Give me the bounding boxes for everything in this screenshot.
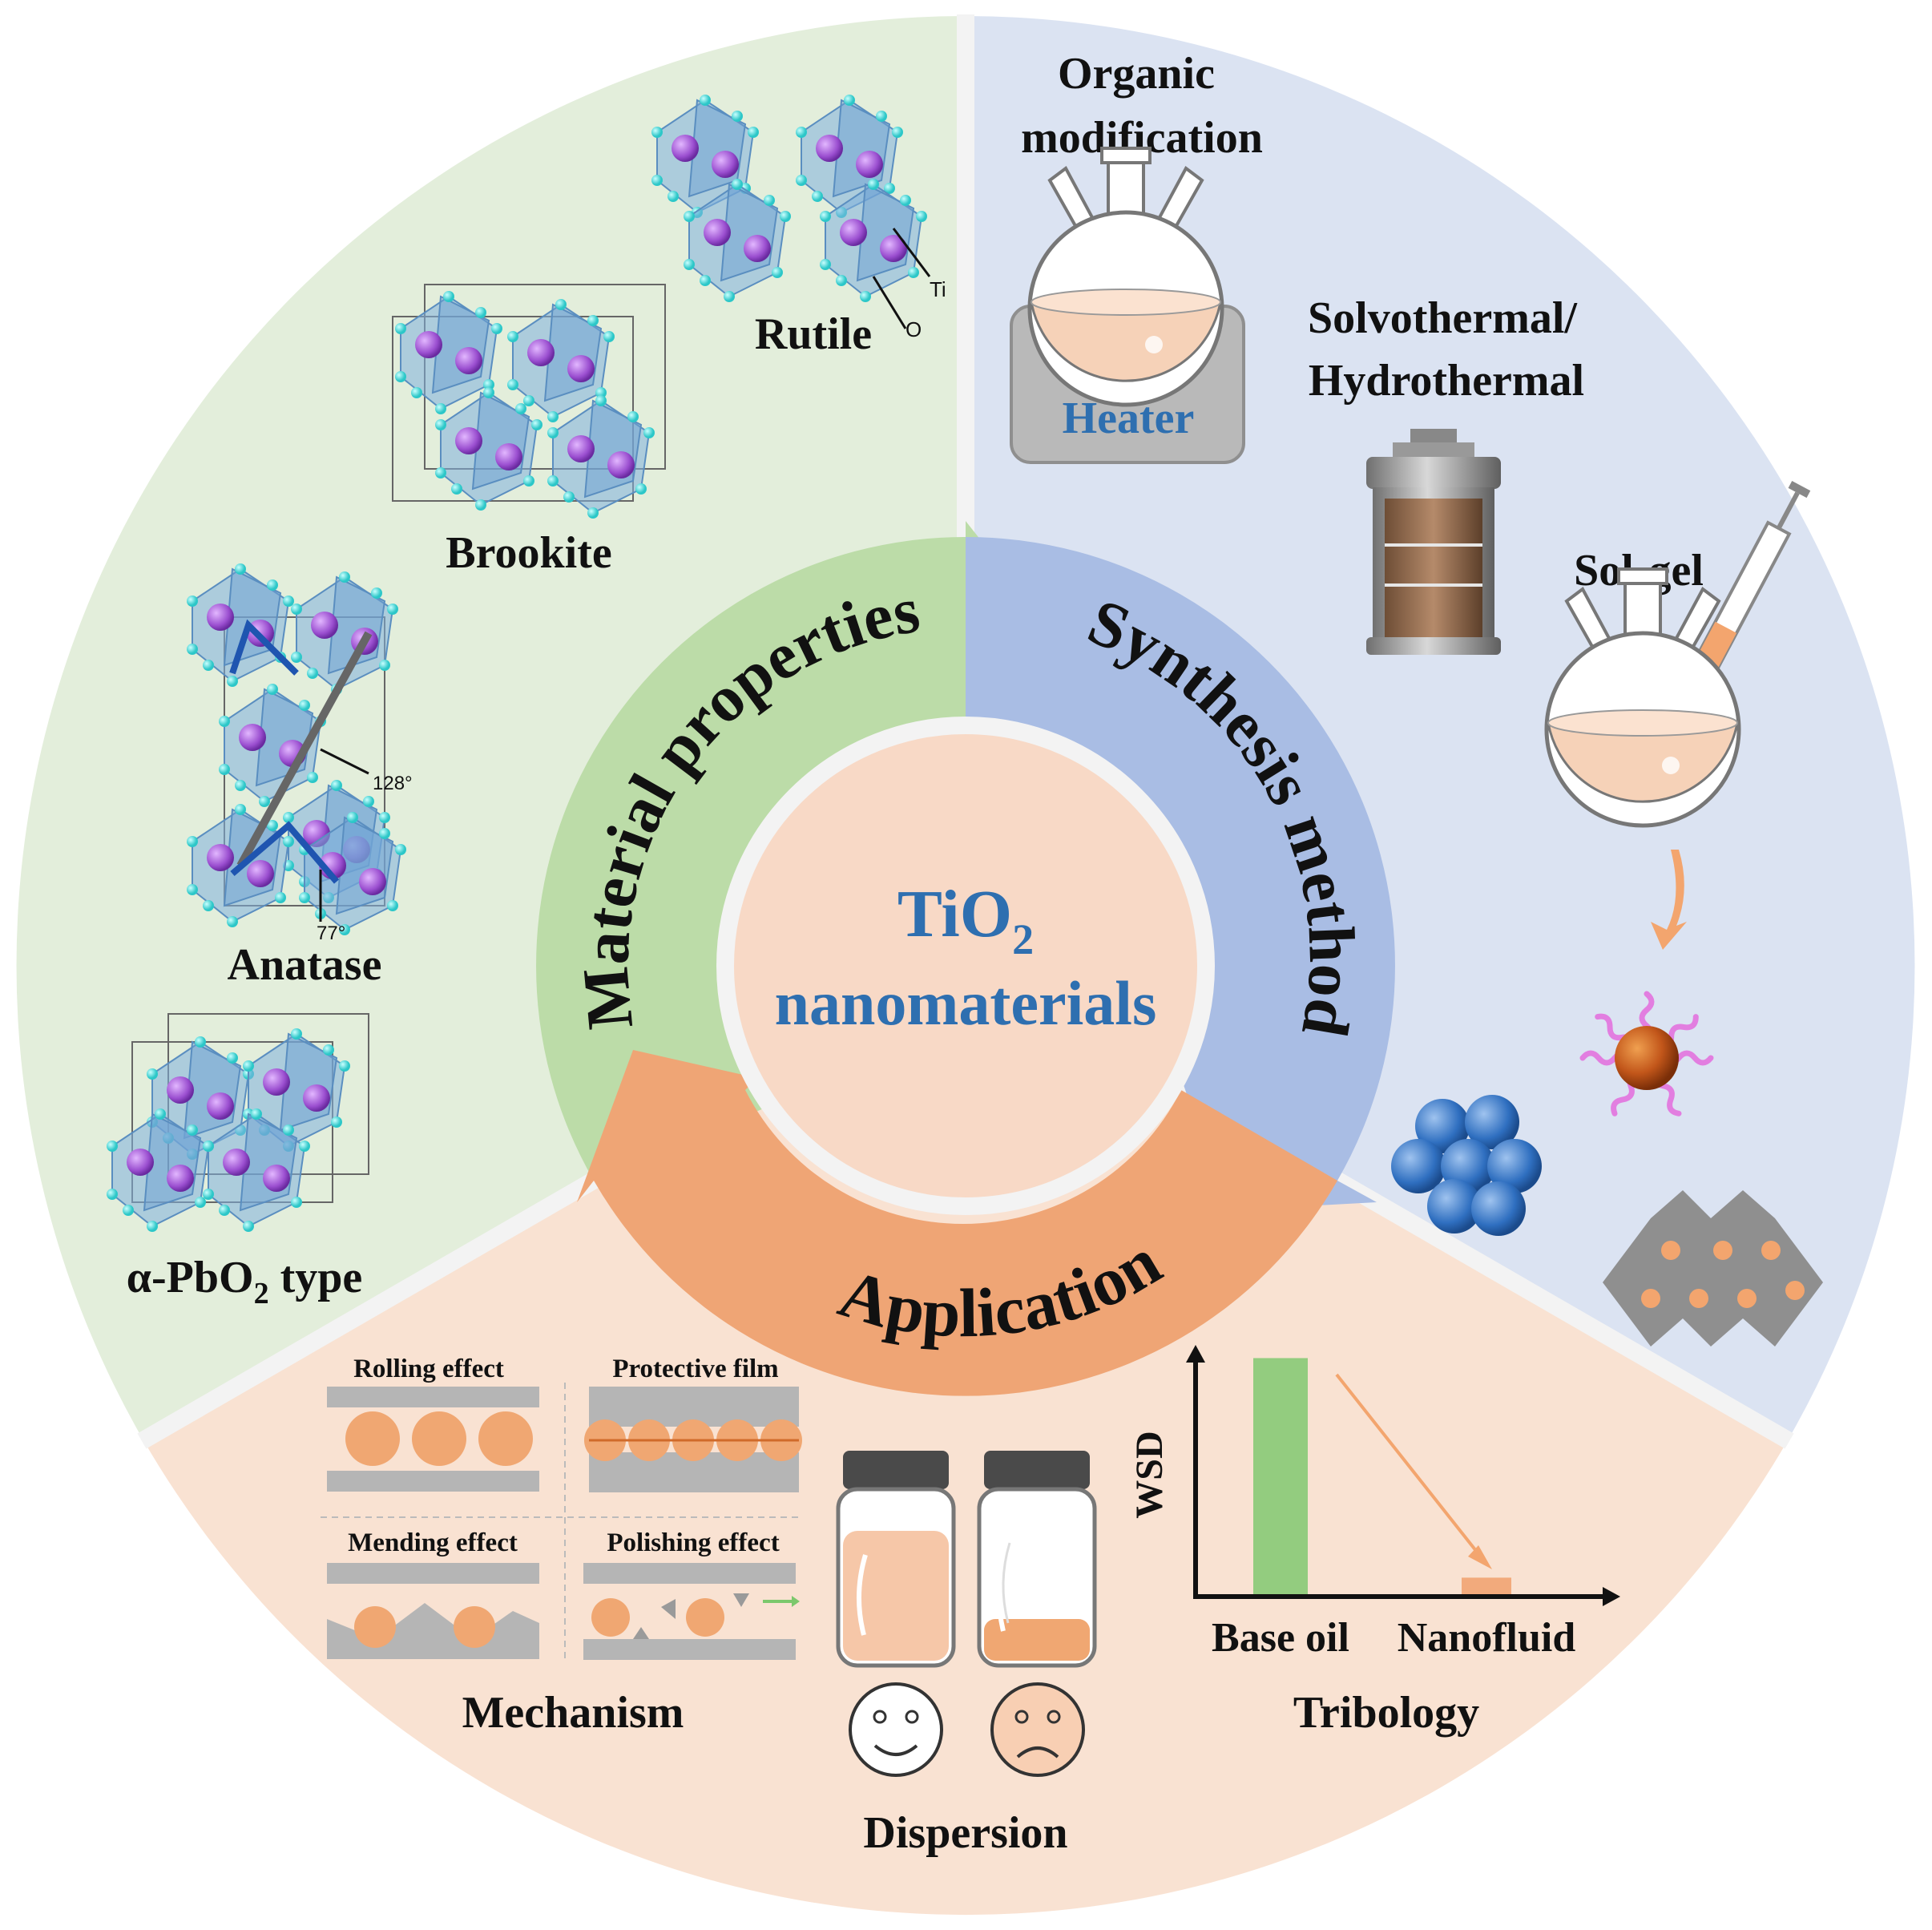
polishing-effect-label: Polishing effect bbox=[607, 1528, 779, 1557]
angle-77-label: 77° bbox=[317, 923, 345, 944]
angle-line bbox=[236, 631, 373, 868]
brookite-structure bbox=[392, 284, 666, 519]
dispersion-label: Dispersion bbox=[863, 1808, 1067, 1858]
tribology-label: Tribology bbox=[1293, 1688, 1479, 1738]
wsd-axis-label: WSD bbox=[1128, 1431, 1171, 1518]
brookite-label: Brookite bbox=[446, 528, 611, 578]
pointer-line bbox=[892, 228, 931, 277]
sol-gel-flask bbox=[1547, 569, 1739, 826]
rolling-effect-panel: Rolling effect bbox=[327, 1355, 539, 1492]
mechanism-label: Mechanism bbox=[462, 1688, 684, 1738]
autoclave bbox=[1366, 429, 1501, 655]
bar-base-oil bbox=[1253, 1358, 1308, 1594]
angle-bonds bbox=[230, 821, 340, 884]
heater-label: Heater bbox=[1063, 394, 1195, 443]
base-oil-label: Base oil bbox=[1212, 1615, 1349, 1661]
polishing-effect-panel: Polishing effect bbox=[583, 1528, 800, 1660]
material-properties-section: Ti O Rutile Brookite 128° bbox=[106, 94, 946, 1310]
y-axis-arrowhead bbox=[1186, 1345, 1205, 1363]
rutile-label: Rutile bbox=[755, 309, 872, 359]
nanoparticle-cluster bbox=[1391, 1095, 1542, 1236]
bars bbox=[1253, 1358, 1511, 1594]
trend-arrow bbox=[1335, 1373, 1484, 1561]
mending-effect-label: Mending effect bbox=[348, 1528, 518, 1557]
protective-film-label: Protective film bbox=[612, 1355, 778, 1383]
center-title: TiO2 bbox=[897, 877, 1034, 963]
anatase-structure: 128° 77° bbox=[186, 563, 413, 944]
organic-modification-label-1: Organic bbox=[1058, 49, 1215, 99]
rutile-structure: Ti O bbox=[651, 94, 946, 341]
alpha-pbo2-label: α-PbO2 type bbox=[127, 1253, 362, 1310]
rolling-effect-label: Rolling effect bbox=[353, 1355, 504, 1383]
dispersion-vials bbox=[836, 1451, 1097, 1777]
organic-flask bbox=[1030, 148, 1222, 405]
material-properties-arrow bbox=[536, 521, 1042, 1181]
trend-arrowhead bbox=[1468, 1545, 1492, 1569]
pointer-line bbox=[872, 276, 907, 329]
porous-framework bbox=[1603, 1190, 1823, 1347]
mending-effect-panel: Mending effect bbox=[327, 1528, 539, 1659]
protective-film-panel: Protective film bbox=[584, 1355, 802, 1492]
nanofluid-label: Nanofluid bbox=[1398, 1615, 1576, 1661]
x-axis-arrowhead bbox=[1603, 1587, 1620, 1606]
angle-128-label: 128° bbox=[373, 773, 413, 794]
synthesis-method-arrow bbox=[966, 536, 1395, 1210]
pointer-line bbox=[320, 748, 369, 775]
functionalized-nanoparticle bbox=[1583, 994, 1711, 1116]
cycle-arrows bbox=[536, 521, 1395, 1396]
down-arrow bbox=[1651, 850, 1687, 950]
application-section: Rolling effect Protective film Mending e… bbox=[321, 1345, 1620, 1858]
center-circle bbox=[716, 717, 1215, 1215]
anatase-label: Anatase bbox=[228, 940, 382, 990]
solvothermal-label-2: Hydrothermal bbox=[1309, 356, 1584, 406]
tribology-chart: WSD Base oil Nanofluid bbox=[1128, 1345, 1620, 1661]
bar-nanofluid bbox=[1462, 1577, 1511, 1594]
synthesis-section: Organic modification Heater Solvothermal… bbox=[1010, 49, 1823, 1347]
happy-face-icon bbox=[849, 1682, 943, 1777]
center-subtitle: nanomaterials bbox=[775, 968, 1157, 1038]
sad-face-icon bbox=[990, 1682, 1085, 1777]
alpha-pbo2-structure bbox=[106, 1013, 369, 1233]
ti-label: Ti bbox=[930, 277, 946, 301]
o-label: O bbox=[905, 317, 922, 341]
solvothermal-label-1: Solvothermal/ bbox=[1308, 293, 1578, 343]
application-arrow bbox=[577, 1050, 1337, 1396]
angle-bonds bbox=[229, 619, 299, 676]
